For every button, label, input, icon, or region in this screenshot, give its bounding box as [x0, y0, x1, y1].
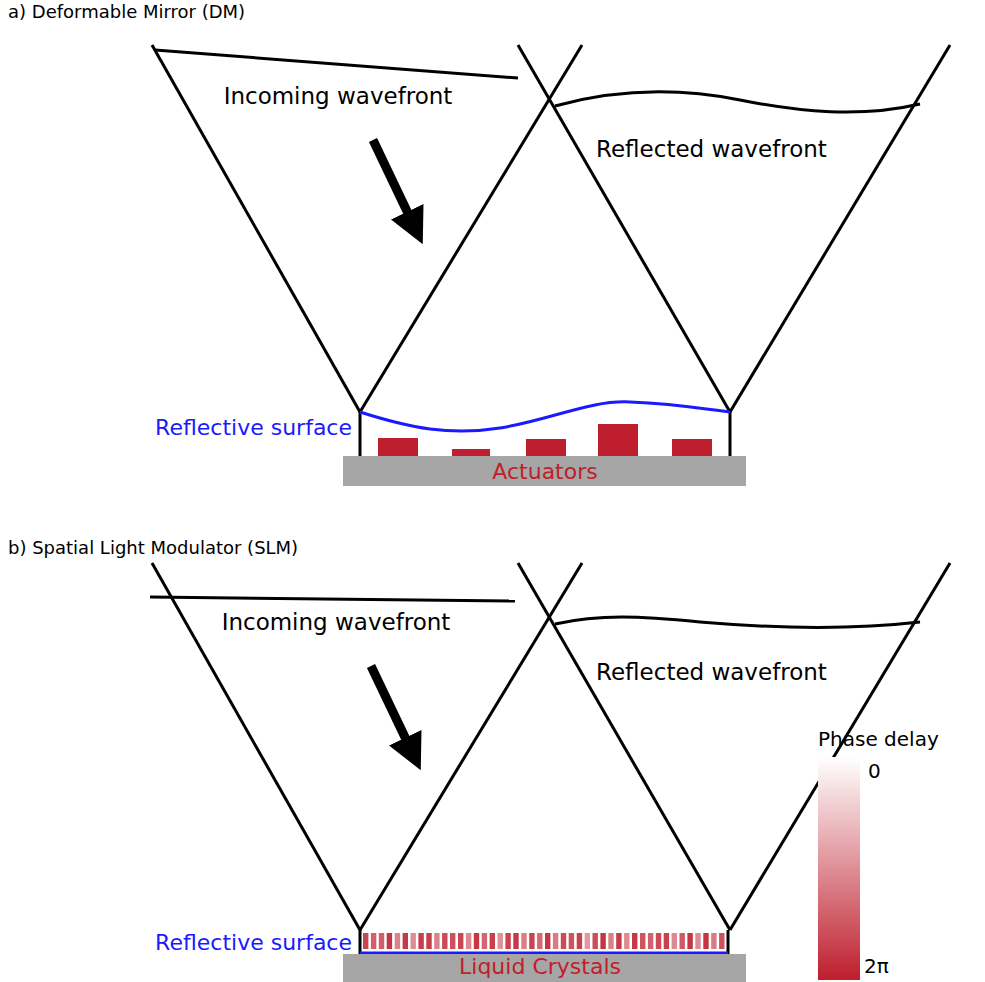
crystal-cell: [442, 933, 447, 949]
beam-label: Reflected wavefront: [596, 136, 827, 164]
crystal-cell: [664, 933, 669, 949]
crystal-cell: [703, 933, 708, 949]
crystal-cell: [450, 933, 455, 949]
crystal-cell: [672, 933, 677, 949]
crystal-cell: [561, 933, 566, 949]
beam-label: Incoming wavefront: [224, 83, 453, 111]
colorbar-tick: 2π: [864, 954, 889, 978]
crystal-cell: [616, 933, 621, 949]
crystal-cell: [363, 933, 368, 949]
colorbar-tick: 0: [868, 759, 881, 783]
base-plate: [343, 954, 746, 982]
actuators: [378, 424, 712, 456]
crystal-cell: [395, 933, 400, 949]
phase-colorbar: [818, 757, 860, 980]
crystal-cell: [545, 933, 550, 949]
liquid-crystal-cells: [363, 933, 725, 949]
surface-label: Reflective surface: [155, 415, 352, 441]
crystal-cell: [513, 933, 518, 949]
crystal-cell: [585, 933, 590, 949]
crystal-cell: [577, 933, 582, 949]
crystal-cell: [505, 933, 510, 949]
crystal-cell: [403, 933, 408, 949]
panel-title: b) Spatial Light Modulator (SLM): [8, 537, 298, 559]
crystal-cell: [490, 933, 495, 949]
crystal-cell: [600, 933, 605, 949]
crystal-cell: [695, 933, 700, 949]
crystal-cell: [466, 933, 471, 949]
beam-lines: [152, 45, 950, 458]
crystal-cell: [387, 933, 392, 949]
surface-label: Reflective surface: [155, 930, 352, 956]
crystal-cell: [593, 933, 598, 949]
crystal-cell: [529, 933, 534, 949]
crystal-cell: [498, 933, 503, 949]
crystal-cell: [569, 933, 574, 949]
crystal-cell: [418, 933, 423, 949]
crystal-cell: [680, 933, 685, 949]
beam-label: Incoming wavefront: [222, 609, 451, 637]
crystal-cell: [624, 933, 629, 949]
base-plate: [343, 456, 746, 486]
crystal-cell: [371, 933, 376, 949]
crystal-cell: [474, 933, 479, 949]
crystal-cell: [458, 933, 463, 949]
crystal-cell: [648, 933, 653, 949]
crystal-cell: [640, 933, 645, 949]
panel-title: a) Deformable Mirror (DM): [8, 1, 245, 23]
crystal-cell: [711, 933, 716, 949]
beam-label: Reflected wavefront: [596, 659, 827, 687]
crystal-cell: [608, 933, 613, 949]
crystal-cell: [537, 933, 542, 949]
crystal-cell: [632, 933, 637, 949]
mirror-surface: [360, 402, 730, 431]
crystal-cell: [521, 933, 526, 949]
crystal-cell: [656, 933, 661, 949]
crystal-cell: [379, 933, 384, 949]
direction-arrow: [373, 140, 415, 228]
crystal-cell: [426, 933, 431, 949]
crystal-cell: [411, 933, 416, 949]
crystal-cell: [553, 933, 558, 949]
crystal-cell: [687, 933, 692, 949]
colorbar-title: Phase delay: [818, 727, 939, 751]
crystal-cell: [719, 933, 724, 949]
direction-arrow: [371, 666, 413, 754]
part-label: Actuators: [492, 459, 597, 485]
crystal-cell: [482, 933, 487, 949]
crystal-cell: [434, 933, 439, 949]
part-label: Liquid Crystals: [459, 954, 621, 980]
